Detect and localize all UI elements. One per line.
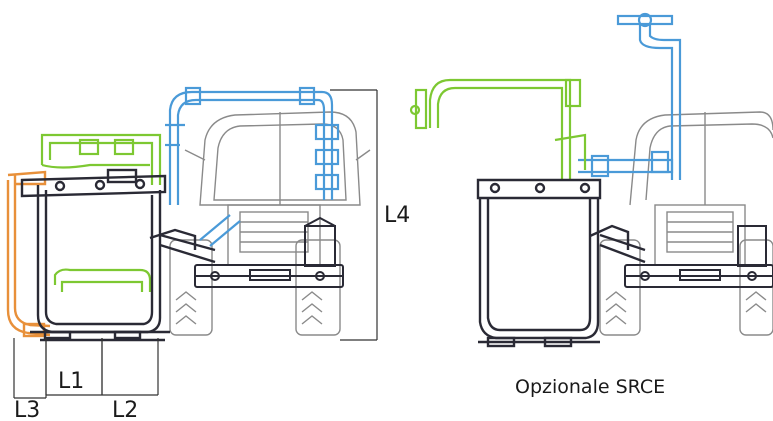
blue-arm-left — [165, 86, 340, 247]
blue-arm-right — [578, 12, 682, 180]
label-l2: L2 — [112, 398, 138, 421]
cutter-frame-right — [476, 178, 646, 348]
linkage-bar-left — [194, 216, 344, 288]
label-l4: L4 — [384, 203, 410, 228]
tractor-outline-left — [169, 111, 371, 336]
tractor-outline-right — [599, 111, 773, 336]
caption-opzionale: Opzionale SRCE — [515, 376, 665, 398]
green-arm-right — [409, 78, 587, 180]
left-assembly: L4 L1 L2 L3 — [6, 86, 410, 421]
linkage-bar-right — [624, 225, 773, 288]
cutter-frame-left — [20, 168, 216, 342]
label-l3: L3 — [14, 398, 40, 421]
right-assembly: Opzionale SRCE — [409, 12, 773, 398]
dimension-lines-left — [13, 89, 378, 399]
green-arm-left — [40, 133, 162, 292]
label-l1: L1 — [58, 369, 84, 394]
